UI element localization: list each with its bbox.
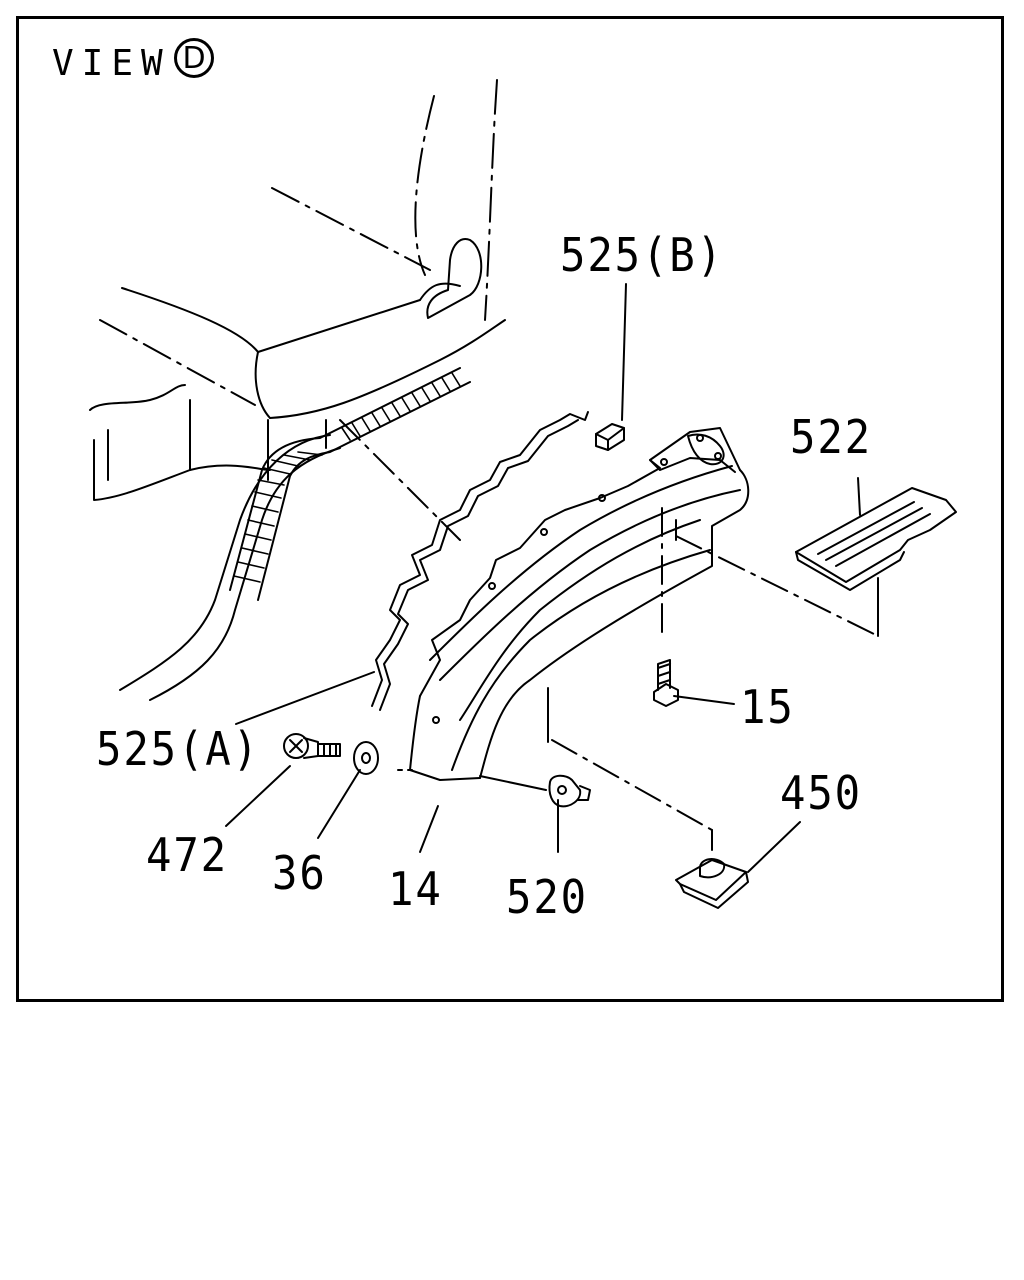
callout-522: 522: [790, 410, 872, 464]
leader-solids: [225, 283, 879, 873]
seat-cushion: [89, 282, 506, 501]
callout-472: 472: [146, 828, 228, 882]
view-title: VIEW: [52, 43, 171, 84]
seat-lever: [426, 238, 483, 319]
washer-36: [353, 741, 379, 775]
seat-backrest: [271, 79, 498, 321]
step-plate-522: [795, 487, 957, 591]
callout-36: 36: [272, 846, 327, 900]
callout-15: 15: [740, 680, 795, 734]
leader-lines: [325, 419, 879, 831]
bolt-15: [653, 659, 679, 707]
callout-14: 14: [388, 862, 443, 916]
seal-strip-525a: [371, 411, 589, 711]
floor-rail: [119, 367, 471, 701]
view-letter-circle: D: [174, 38, 214, 78]
clip-525b: [595, 423, 625, 451]
diagram-frame: [16, 16, 1004, 1002]
callout-520: 520: [506, 870, 588, 924]
trim-panel-14: [409, 427, 750, 781]
callout-525b: 525(B): [560, 228, 724, 282]
screw-472: [283, 733, 341, 759]
callout-525a: 525(A): [96, 722, 260, 776]
clip-520: [548, 774, 591, 808]
callout-450: 450: [780, 766, 862, 820]
nut-450: [675, 858, 749, 909]
